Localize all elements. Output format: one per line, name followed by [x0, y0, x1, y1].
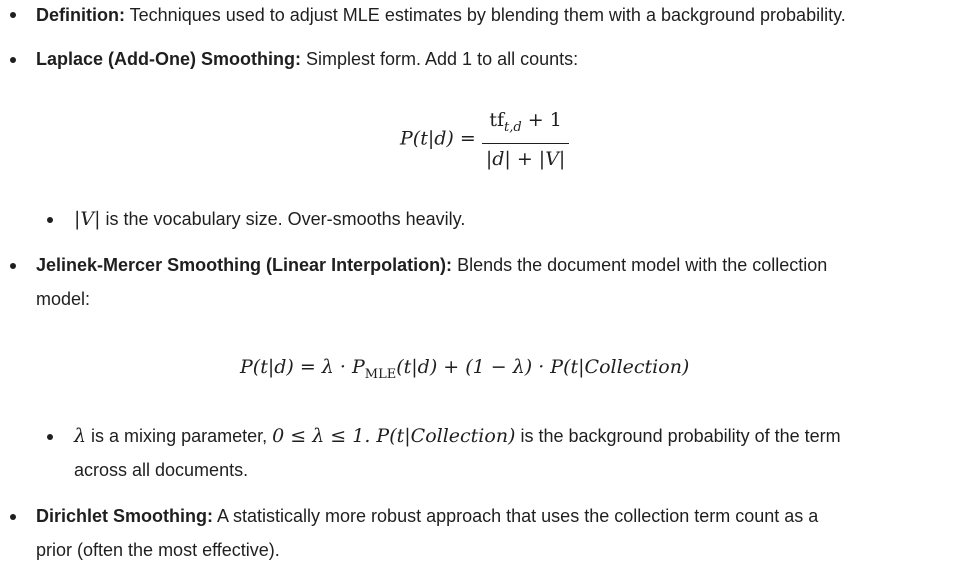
bullet [10, 263, 16, 269]
math: 0 ≤ λ ≤ 1. P(t|Collection) [272, 425, 516, 447]
numerator: tft,d + 1 [485, 108, 565, 143]
formula-sub: MLE [364, 366, 397, 382]
formula-part: (t|d) + (1 − λ) · P(t|Collection) [396, 356, 690, 378]
jelinek-formula: P(t|d) = λ · PMLE(t|d) + (1 − λ) · P(t|C… [240, 355, 689, 387]
formula-part: P(t|d) = λ · P [240, 356, 365, 378]
bullet [47, 434, 53, 440]
item-text: is the vocabulary size. Over-smooths hea… [100, 209, 466, 229]
bullet [47, 217, 53, 223]
math: λ [74, 425, 87, 447]
jelinek-item: Jelinek-Mercer Smoothing (Linear Interpo… [36, 253, 827, 277]
bullet [10, 514, 16, 520]
laplace-formula: P(t|d) = tft,d + 1 |d| + |V| [400, 108, 570, 171]
bullet [10, 12, 16, 18]
item-text: is the background probability of the ter… [515, 426, 841, 446]
math: |V| [74, 208, 101, 230]
fraction: tft,d + 1 |d| + |V| [481, 108, 570, 171]
dirichlet-item: Dirichlet Smoothing: A statistically mor… [36, 504, 818, 528]
num-sub: t,d [504, 119, 522, 135]
dirichlet-item-cont: prior (often the most effective). [36, 540, 280, 560]
item-label: Jelinek-Mercer Smoothing (Linear Interpo… [36, 255, 453, 275]
laplace-item: Laplace (Add-One) Smoothing: Simplest fo… [36, 47, 578, 71]
item-text: Simplest form. Add 1 to all counts: [301, 49, 579, 69]
item-text: Blends the document model with the colle… [452, 255, 828, 275]
item-label: Dirichlet Smoothing: [36, 506, 213, 526]
num-tf: tf [489, 109, 505, 131]
denominator: |d| + |V| [481, 142, 570, 171]
jelinek-item-cont: model: [36, 289, 91, 309]
item-text: Techniques used to adjust MLE estimates … [124, 5, 846, 25]
item-text: is a mixing parameter, [86, 426, 273, 446]
item-label: Laplace (Add-One) Smoothing: [36, 49, 301, 69]
laplace-subitem: |V| is the vocabulary size. Over-smooths… [74, 207, 465, 231]
jelinek-subitem: λ is a mixing parameter, 0 ≤ λ ≤ 1. P(t|… [74, 424, 841, 448]
definition-item: Definition: Techniques used to adjust ML… [36, 3, 846, 27]
num-rest: + 1 [521, 109, 562, 131]
bullet [10, 57, 16, 63]
item-text: A statistically more robust approach tha… [213, 506, 819, 526]
jelinek-subitem-cont: across all documents. [74, 460, 249, 480]
item-label: Definition: [36, 5, 125, 25]
formula-lhs: P(t|d) = [400, 127, 476, 150]
